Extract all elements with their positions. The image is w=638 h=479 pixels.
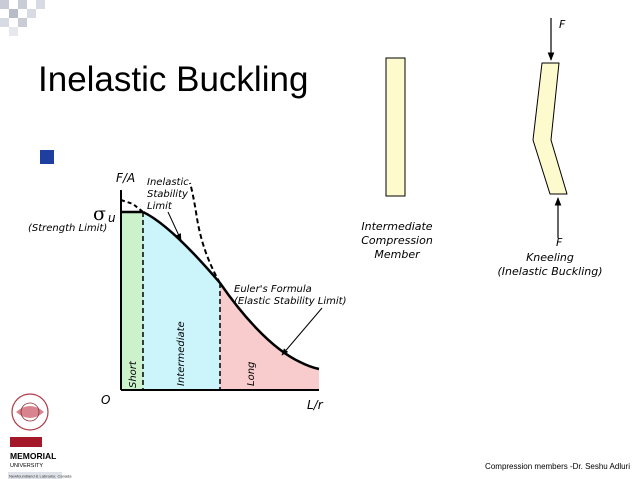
slide-title: Inelastic Buckling [38, 60, 309, 99]
inelastic-curve [142, 210, 221, 284]
euler-curve-extension [189, 182, 221, 284]
slide-footer: Compression members -Dr. Seshu Adluri [485, 462, 630, 471]
logo-sub: UNIVERSITY [10, 463, 43, 469]
euler-curve [218, 282, 320, 371]
logo-red-block [10, 437, 42, 447]
inelastic-label-line1: Inelastic [147, 177, 189, 188]
kneeling-label-line1: Kneeling [526, 251, 574, 264]
euler-leader [281, 307, 323, 356]
logo-name: MEMORIAL [10, 451, 56, 461]
sigma-subscript: u [108, 211, 116, 225]
memorial-university-logo: MEMORIAL UNIVERSITY Newfoundland & Labra… [8, 393, 72, 479]
top-force-label: F [559, 18, 566, 31]
long-region [220, 283, 319, 390]
logo-tagline: Newfoundland & Labrador, Canada [9, 474, 72, 479]
member-label-line3: Member [374, 248, 421, 261]
logo-tagline-bar [8, 472, 62, 479]
euler-label-line2: (Elastic Stability Limit) [234, 296, 347, 307]
kneeling-label-line2: (Inelastic Buckling) [497, 265, 602, 278]
logo-seal-icon [11, 393, 49, 431]
inelastic-label-line3: Limit [147, 201, 173, 212]
inelastic-label-line2: Stability [147, 189, 189, 200]
strength-limit-dashed [120, 199, 144, 213]
origin-label: O [101, 393, 110, 407]
intermediate-member-bar [385, 57, 406, 197]
region-label-long: Long [246, 362, 257, 386]
sigma-symbol: σ [93, 203, 106, 225]
euler-label-line1: Euler's Formula [234, 284, 312, 295]
kneeling-member [532, 62, 568, 195]
bullet-square-icon [40, 150, 54, 164]
strength-limit-label: (Strength Limit) [28, 223, 107, 234]
member-label-line1: Intermediate [361, 220, 432, 233]
logo-seal-mark [16, 406, 44, 418]
intermediate-region [143, 212, 220, 390]
region-label-intermediate: Intermediate [176, 321, 187, 386]
inelastic-leader [167, 211, 182, 241]
region-label-short: Short [128, 360, 139, 388]
bottom-force-label: F [556, 236, 563, 249]
y-axis-label: F/A [116, 171, 135, 185]
decorative-checker-pattern [0, 0, 45, 36]
short-region [121, 212, 143, 390]
member-label-line2: Compression [361, 234, 433, 247]
logo-seal-inner [20, 402, 40, 422]
x-axis-label: L/r [307, 398, 324, 412]
